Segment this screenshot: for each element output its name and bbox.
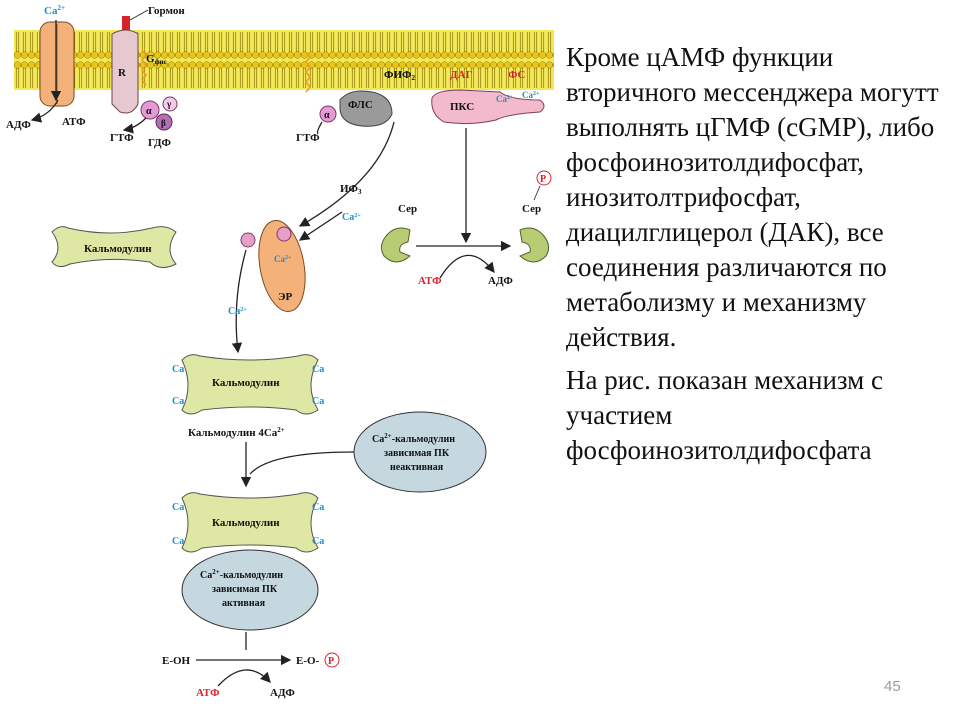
ca-complex-3: Ca bbox=[312, 502, 324, 513]
substrate-right bbox=[519, 227, 550, 263]
ca-top-label: Ca2+ bbox=[44, 4, 65, 17]
ip3-label: ИФ3 bbox=[340, 183, 362, 196]
er-receptor-1 bbox=[240, 232, 256, 248]
p-ser-label: P bbox=[540, 174, 546, 185]
calmodulin-2-label: Кальмодулин bbox=[212, 377, 280, 389]
atp-bottom-label: АТФ bbox=[196, 687, 220, 699]
hormone-marker bbox=[122, 16, 130, 30]
calmodulin-3-label: Кальмодулин bbox=[212, 517, 280, 529]
g-alpha-subunit bbox=[140, 100, 160, 120]
p-bottom-label: P bbox=[328, 656, 334, 667]
description-text: Кроме цАМФ функции вторичного мессенджер… bbox=[566, 40, 951, 476]
ca-release-label: Ca2+ bbox=[228, 306, 247, 317]
alpha-label: α bbox=[146, 106, 152, 117]
adp-ser-label: АДФ bbox=[488, 275, 513, 287]
substrate-left bbox=[380, 227, 411, 263]
ca-bound-3: Ca bbox=[312, 364, 324, 375]
phosphate-right bbox=[536, 170, 552, 186]
g-beta-subunit bbox=[155, 113, 173, 131]
page-number: 45 bbox=[884, 678, 901, 695]
calcium-channel bbox=[39, 21, 75, 107]
active-kinase bbox=[181, 549, 319, 631]
ps-label: ФС bbox=[508, 69, 525, 81]
beta-label: β bbox=[161, 118, 166, 128]
ca-complex-2: Ca bbox=[172, 536, 184, 547]
gtp-left-label: ГТФ bbox=[110, 132, 134, 144]
atp-ser-label: АТФ bbox=[418, 275, 442, 287]
g-gamma-subunit bbox=[162, 96, 178, 112]
inactive-line3: неактивная bbox=[390, 462, 444, 473]
gamma-label: γ bbox=[166, 99, 172, 109]
paragraph-2: На рис. показан механизм с участием фосф… bbox=[566, 365, 883, 465]
ca-bound-1: Ca bbox=[172, 364, 184, 375]
calmodulin-free bbox=[51, 226, 177, 268]
ca-bound-2: Ca bbox=[172, 396, 184, 407]
gdp-left-label: ГДФ bbox=[148, 137, 171, 149]
dag-label: ДАГ bbox=[450, 69, 473, 81]
phosphate-bottom bbox=[324, 652, 340, 668]
hormone-label: Гормон bbox=[148, 5, 185, 17]
e-o-label: Е-О- bbox=[296, 655, 320, 667]
er-receptor-2 bbox=[276, 226, 292, 242]
calmodulin-1-label: Кальмодулин bbox=[84, 243, 152, 255]
ser-right-label: Сер bbox=[522, 203, 541, 215]
pkc-label: ПКС bbox=[450, 101, 474, 113]
ser-left-label: Сер bbox=[398, 203, 417, 215]
ca-er-label: Ca2+ bbox=[274, 254, 292, 264]
g-protein-label: Gфис bbox=[146, 53, 167, 66]
receptor-label: R bbox=[118, 67, 127, 79]
active-line3: активная bbox=[222, 598, 266, 609]
adp-bottom-label: АДФ bbox=[270, 687, 295, 699]
ca-ip3-label: Ca2+ bbox=[342, 212, 361, 223]
plc-label: ФЛС bbox=[348, 99, 373, 111]
active-line1: Ca2+-кальмодулин bbox=[200, 568, 283, 581]
er-label: ЭР bbox=[278, 291, 292, 303]
inactive-line1: Ca2+-кальмодулин bbox=[372, 432, 455, 445]
ca-pkc-1: Ca2+ bbox=[496, 94, 514, 104]
ca-bound-4: Ca bbox=[312, 396, 324, 407]
paragraph-1: Кроме цАМФ функции вторичного мессенджер… bbox=[566, 42, 939, 352]
plc-enzyme bbox=[339, 90, 393, 127]
calmodulin-complex bbox=[181, 492, 319, 553]
calmodulin-ca-bound bbox=[181, 354, 319, 415]
e-oh-label: Е-ОН bbox=[162, 655, 191, 667]
pip2-label: ФИФ2 bbox=[384, 69, 415, 82]
endoplasmic-reticulum bbox=[258, 220, 306, 312]
gtp-mid-label: ГТФ bbox=[296, 132, 320, 144]
active-line2: зависимая ПК bbox=[212, 584, 278, 595]
calmodulin-4ca-label: Кальмодулин 4Ca2+ bbox=[188, 426, 285, 439]
pkc-enzyme bbox=[431, 89, 545, 125]
atp-left-label: АТФ bbox=[62, 116, 86, 128]
inactive-line2: зависимая ПК bbox=[384, 448, 450, 459]
g-alpha-mid bbox=[319, 105, 337, 123]
signaling-diagram: Ca2+ АДФ АТФ Гормон R Gфис α γ β ГТФ ГДФ… bbox=[6, 4, 554, 699]
ca-complex-1: Ca bbox=[172, 502, 184, 513]
cell-membrane bbox=[14, 30, 554, 90]
adp-left-label: АДФ bbox=[6, 119, 31, 131]
ca-pkc-2: Ca2+ bbox=[522, 90, 540, 100]
receptor bbox=[111, 29, 139, 114]
ca-complex-4: Ca bbox=[312, 536, 324, 547]
alpha-mid-label: α bbox=[324, 110, 330, 121]
